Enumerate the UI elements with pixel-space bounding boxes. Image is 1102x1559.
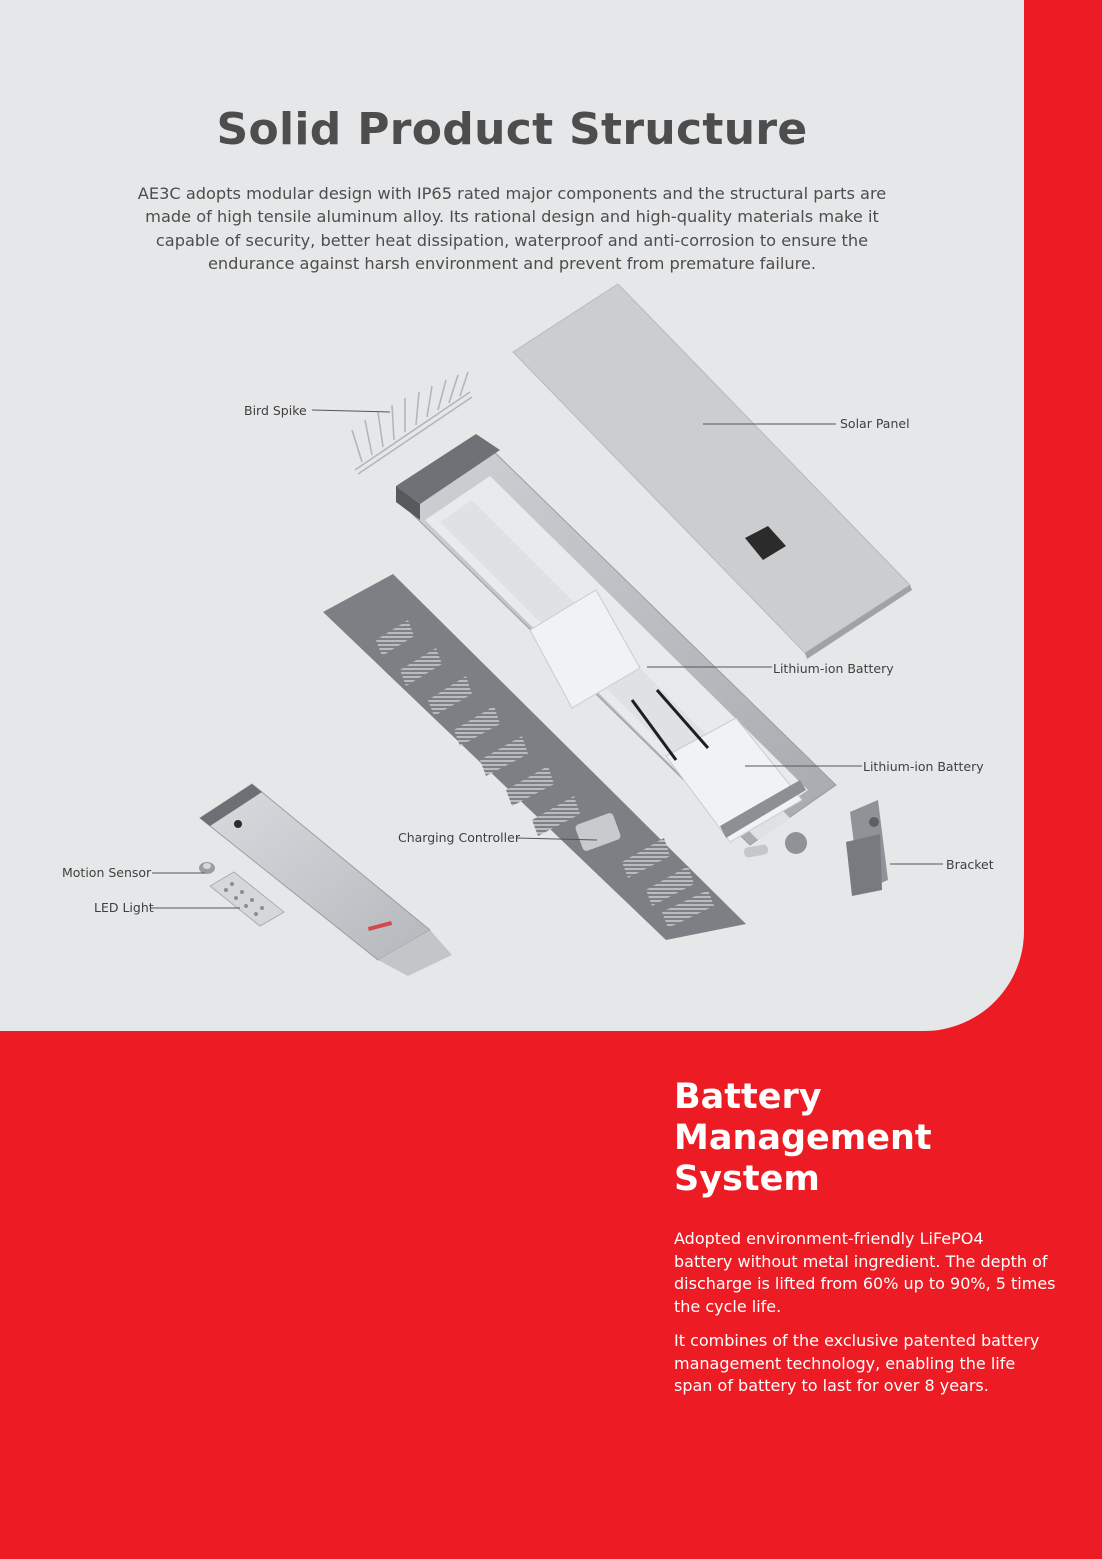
bms-line: the cycle life.: [674, 1296, 782, 1316]
bms-paragraph-2: It combines of the exclusive patented ba…: [674, 1330, 1074, 1398]
intro-line: endurance against harsh environment and …: [207, 253, 817, 273]
bms-line: battery without metal ingredient. The de…: [674, 1251, 1048, 1271]
callout-charging-controller: Charging Controller: [398, 830, 520, 845]
solar-panel: [512, 283, 912, 659]
exploded-product-diagram: [150, 283, 943, 976]
intro-line: AE3C adopts modular design with IP65 rat…: [137, 184, 887, 203]
callout-led-light: LED Light: [94, 900, 154, 915]
bms-title-line: Management: [674, 1118, 932, 1158]
callout-bracket: Bracket: [946, 857, 994, 872]
bms-title-line: Battery: [674, 1077, 822, 1117]
bottom-cover: [323, 574, 746, 940]
bms-title-line: System: [674, 1159, 820, 1199]
callout-solar-panel: Solar Panel: [840, 416, 910, 431]
led-light: [209, 871, 285, 927]
bird-spike: [351, 371, 473, 475]
callout-motion-sensor: Motion Sensor: [62, 865, 152, 880]
intro-line: made of high tensile aluminum alloy. Its…: [145, 207, 879, 227]
bms-line: It combines of the exclusive patented ba…: [674, 1331, 1040, 1350]
bms-line: Adopted environment-friendly LiFePO4: [674, 1229, 984, 1248]
bms-paragraph-1: Adopted environment-friendly LiFePO4 bat…: [674, 1228, 1074, 1318]
bms-title: Battery Management System: [674, 1077, 932, 1200]
callout-battery-1: Lithium-ion Battery: [773, 661, 894, 676]
bms-line: discharge is lifted from 60% up to 90%, …: [674, 1274, 1056, 1294]
bms-line: span of battery to last for over 8 years…: [674, 1376, 989, 1396]
motion-sensor: [199, 862, 215, 874]
page-title: Solid Product Structure: [216, 104, 808, 155]
lamp-head: [199, 783, 452, 976]
bracket: [846, 800, 888, 896]
intro-paragraph: AE3C adopts modular design with IP65 rat…: [110, 182, 914, 275]
leader-lines: [150, 409, 943, 909]
callout-battery-2: Lithium-ion Battery: [863, 759, 984, 774]
main-frame: [395, 434, 837, 858]
intro-line: capable of security, better heat dissipa…: [155, 230, 869, 250]
bms-line: management technology, enabling the life: [674, 1353, 1016, 1373]
callout-bird-spike: Bird Spike: [244, 403, 307, 418]
